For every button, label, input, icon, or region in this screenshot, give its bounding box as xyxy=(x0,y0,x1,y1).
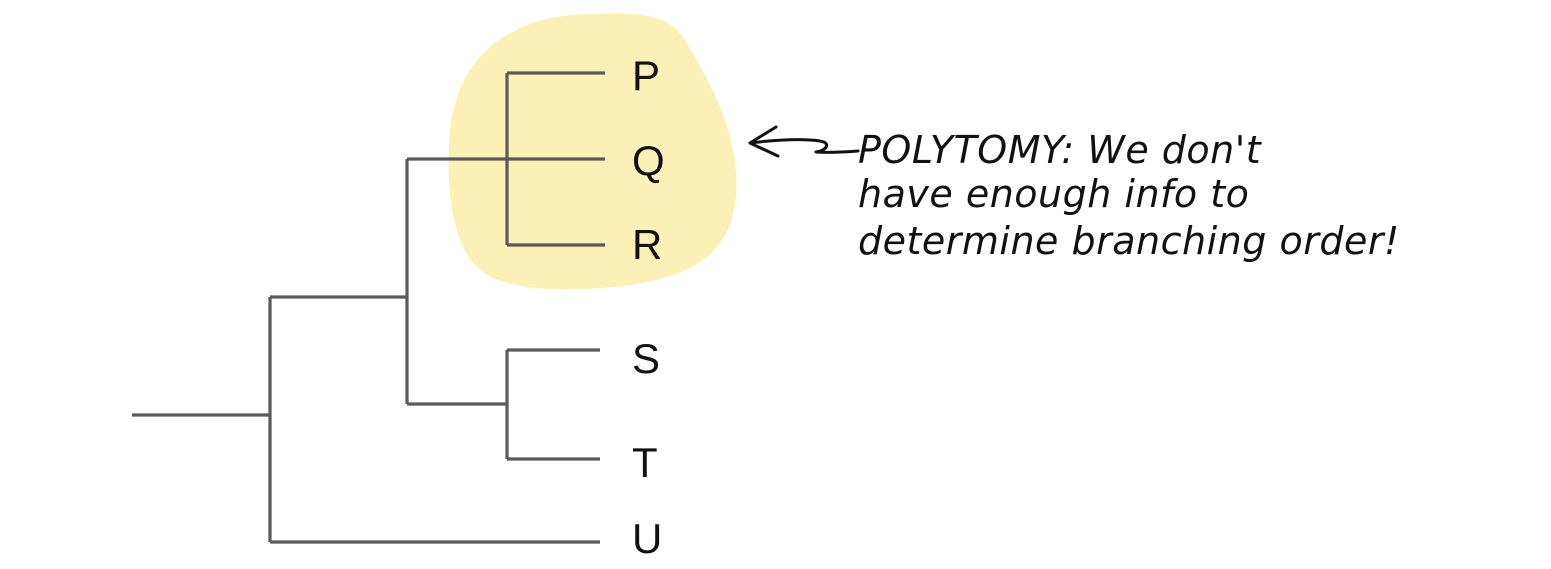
annotation-text: POLYTOMY: We don't have enough info to d… xyxy=(858,128,1400,263)
leaf-label-q: Q xyxy=(632,137,665,184)
annotation-line-2: have enough info to xyxy=(858,172,1249,216)
tree-branches xyxy=(132,71,605,544)
polytomy-highlight xyxy=(448,13,737,290)
leaf-label-s: S xyxy=(632,335,660,382)
leaf-label-p: P xyxy=(632,52,660,99)
annotation-arrow xyxy=(748,125,860,158)
annotation-line-1: POLYTOMY: We don't xyxy=(858,128,1263,172)
leaf-label-r: R xyxy=(632,221,662,268)
leaf-labels: P Q R S T U xyxy=(632,52,665,562)
annotation-line-3: determine branching order! xyxy=(858,219,1400,263)
leaf-label-t: T xyxy=(632,439,658,486)
leaf-label-u: U xyxy=(632,515,662,562)
